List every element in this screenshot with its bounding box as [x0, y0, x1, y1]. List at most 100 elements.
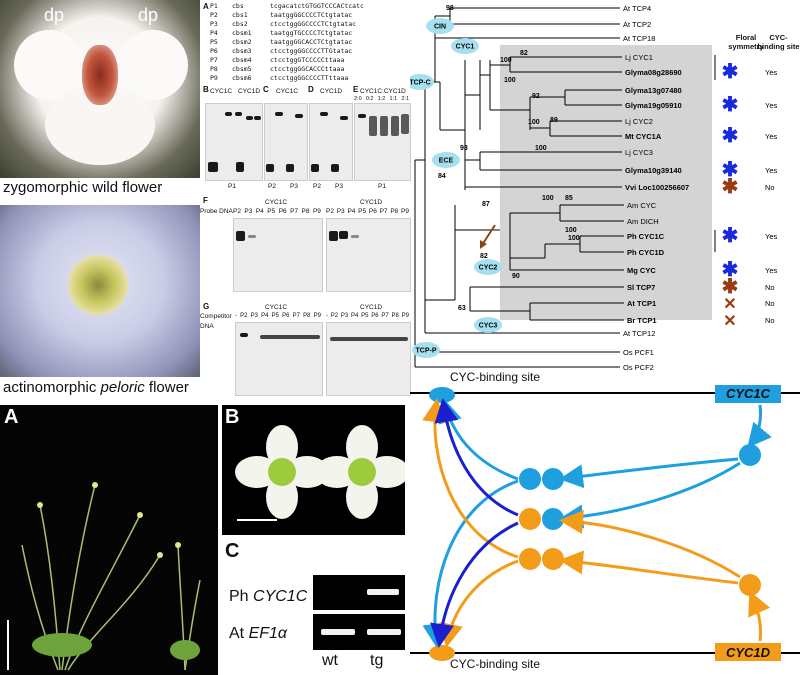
gel-c [264, 103, 308, 181]
panel-g-label: G [203, 302, 210, 311]
bootstrap-value: 100 [542, 195, 554, 202]
peloric-label-c: flower [144, 379, 189, 396]
cyc1c-gene-label: CYC1C [725, 386, 771, 401]
panel-b-probe: P1 [228, 183, 236, 190]
lane-label: P2 [330, 313, 339, 319]
arrow-monomer-dd [559, 550, 739, 585]
panel-g-cyc1d: CYC1D [360, 304, 383, 311]
cyc1d-monomer [739, 574, 761, 596]
sequence-id: P6 [210, 47, 218, 55]
sequence-name: cbsm5 [232, 65, 252, 73]
peloric-flower-photo [0, 205, 200, 377]
binding-value: Yes [765, 266, 777, 275]
sequence-name: cbsm1 [232, 29, 252, 37]
arrow-monomer-cd-blue [559, 461, 741, 529]
panel-bottom-b: B [225, 406, 240, 428]
cyc2-arrowhead [480, 240, 487, 249]
lane-label: P8 [301, 208, 310, 215]
binding-value: No [765, 283, 775, 292]
lane-label: 1:1 [389, 96, 398, 102]
bootstrap-value: 100 [565, 227, 577, 234]
bootstrap-value: 89 [550, 117, 558, 124]
lane-label: P6 [282, 313, 290, 319]
dp-label-left: dp [44, 5, 65, 25]
clade-label-tcpp: TCP-P [416, 348, 437, 355]
taxon-label: Glyma10g39140 [625, 166, 682, 175]
asymmetric-flower-icon: ✕ [723, 296, 736, 313]
binding-value: Yes [765, 101, 777, 110]
panel-g-competitor: Competitor [200, 313, 232, 320]
taxon-label: Ph CYC1D [627, 248, 665, 257]
lane-label: P9 [401, 313, 409, 319]
flower-throat [82, 45, 118, 105]
lane-label: P8 [303, 313, 311, 319]
taxon-label: Sl TCP7 [627, 283, 655, 292]
sequence-id: P3 [210, 20, 218, 28]
sequence-name: cbsm4 [232, 56, 252, 64]
floral-symmetry-icon: ✱ [722, 159, 739, 181]
clade-bubble-cyc1 [451, 38, 479, 54]
clade-bubble-ece [432, 152, 460, 168]
gel-g-cyc1d [326, 322, 411, 396]
arrow-cyc1c-monomer [747, 404, 772, 448]
taxon-label: Lj CYC3 [625, 148, 653, 157]
gel-rt-pcr-1 [313, 575, 405, 610]
lane-label: P3 [340, 313, 349, 319]
peloric-flower-label: actinomorphic peloric flower [3, 379, 189, 396]
panel-d-p2: P2 [313, 183, 321, 190]
bootstrap-value: 87 [482, 201, 490, 208]
taxon-label: At TCP1 [627, 299, 656, 308]
bootstrap-value: 100 [528, 119, 540, 126]
bootstrap-value: 90 [512, 273, 520, 280]
lane-label: - [326, 313, 328, 319]
sequence-text: ctcctggGGCACCCttaaa [270, 65, 345, 73]
cd-dimer-a [519, 508, 541, 530]
clade-label-cyc3: CYC3 [479, 323, 498, 330]
plant-drawing [7, 482, 201, 671]
bottom-binding-site [429, 645, 455, 661]
sequence-id: P7 [210, 56, 218, 64]
cyc1d-gene [715, 643, 781, 661]
at-ef1a-label: At EF1α [229, 625, 287, 643]
clade-bubble-cyc3 [474, 317, 502, 333]
sequence-name: cbs1 [232, 11, 248, 19]
clade-label-cyc1: CYC1 [456, 44, 475, 51]
sequence-text: taatggTGCCCCTCtgtatac [270, 29, 353, 37]
taxon-label: At TCP18 [623, 34, 655, 43]
binding-value: Yes [765, 232, 777, 241]
bootstrap-value: 98 [446, 5, 454, 12]
binding-value: No [765, 183, 775, 192]
panel-f-cyc1c: CYC1C [265, 199, 288, 206]
taxon-label: Os PCF2 [623, 363, 654, 372]
lane-label: P6 [278, 208, 287, 215]
sequence-id: P9 [210, 74, 218, 82]
binding-value: No [765, 316, 775, 325]
bootstrap-value: 100 [535, 145, 547, 152]
cyc1c-gene [715, 385, 781, 403]
taxon-label: Lj CYC1 [625, 53, 653, 62]
panel-d-label: D [308, 85, 314, 94]
sequence-text: ctcctggGGCCCCTTttaaa [270, 74, 349, 82]
floral-symmetry-icon: ✱ [722, 176, 739, 198]
lane-label: P4 [351, 313, 359, 319]
taxon-label: Br TCP1 [627, 316, 657, 325]
sequence-id: P2 [210, 11, 218, 19]
arrow-cd-bottom [430, 521, 519, 648]
cd-dimer-b [542, 508, 564, 530]
tg-label: tg [370, 652, 384, 669]
dd-dimer-a [519, 548, 541, 570]
lane-label: P5 [271, 313, 279, 319]
floral-symmetry-icon: ✱ [722, 125, 739, 147]
floral-symmetry-icon: ✱ [722, 259, 739, 281]
top-binding-site [429, 387, 455, 403]
at-label-a: At [229, 625, 249, 642]
taxon-label: Mg CYC [627, 266, 656, 275]
lane-label: P3 [250, 313, 258, 319]
taxon-label: Am DICH [627, 217, 659, 226]
